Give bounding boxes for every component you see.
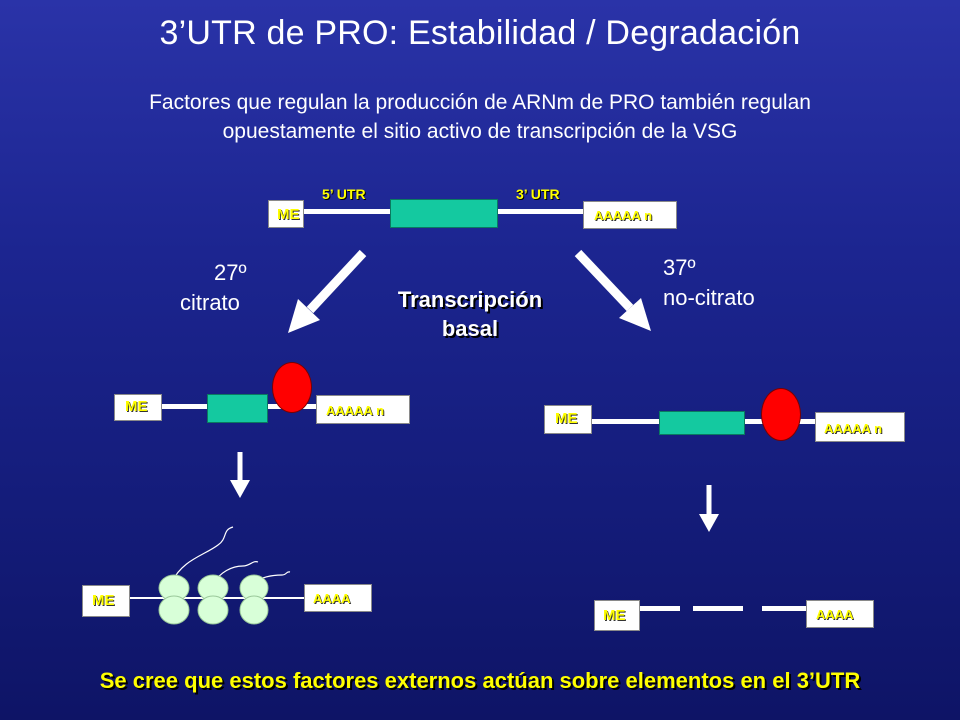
- left-me-label: ME: [125, 398, 148, 415]
- right-me-label: ME: [555, 410, 578, 427]
- left-bottom-polya-box: AAAA: [304, 584, 372, 612]
- subtitle-line-2: opuestamente el sitio activo de transcri…: [222, 120, 738, 143]
- slide-subtitle: Factores que regulan la producción de AR…: [40, 88, 920, 146]
- left-protein-oval: [272, 362, 312, 413]
- ribosome-2: [197, 574, 229, 625]
- top-me-box: ME: [268, 200, 304, 228]
- right-coding-region: [659, 411, 745, 435]
- slide-title: 3’UTR de PRO: Estabilidad / Degradación: [159, 14, 801, 52]
- nascent-peptides: [171, 526, 291, 585]
- right-temp: 37º: [663, 255, 696, 280]
- right-protein-oval: [761, 388, 801, 441]
- right-bottom-fragment-2: [693, 606, 743, 611]
- left-polya-label: AAAAA n: [326, 403, 385, 418]
- right-polya-label: AAAAA n: [824, 421, 883, 436]
- top-me-label: ME: [277, 206, 300, 223]
- right-bottom-fragment-3: [762, 606, 807, 611]
- center-label-line-2: basal: [441, 316, 499, 341]
- top-polya-box: AAAAA n: [583, 201, 677, 229]
- right-bottom-fragment-1: [640, 606, 680, 611]
- right-bottom-polya-label: AAAA: [816, 607, 854, 622]
- right-down-arrow: [699, 485, 719, 532]
- peptide-1: [171, 526, 234, 583]
- left-down-arrow: [230, 452, 250, 498]
- left-bottom-polya-label: AAAA: [313, 591, 351, 606]
- left-diagonal-arrow: [288, 249, 367, 333]
- ribosome-1: [158, 574, 190, 625]
- top-coding-region: [390, 199, 498, 228]
- right-diagonal-arrow: [574, 249, 651, 331]
- left-polya-box: AAAAA n: [316, 395, 410, 424]
- subtitle-line-1: Factores que regulan la producción de AR…: [149, 91, 811, 114]
- slide-footer: Se cree que estos factores externos actú…: [99, 668, 861, 693]
- right-bottom-me-box: ME: [594, 600, 640, 631]
- right-bottom-polya-box: AAAA: [806, 600, 874, 628]
- center-label-line-1: Transcripción: [397, 287, 543, 312]
- left-condition: citrato: [180, 290, 240, 315]
- right-polya-box: AAAAA n: [815, 412, 905, 442]
- top-polya-label: AAAAA n: [594, 208, 653, 223]
- utr5-label: 5’ UTR: [322, 186, 366, 202]
- peptide-2: [212, 561, 259, 585]
- left-bottom-me-label: ME: [92, 592, 115, 609]
- right-condition: no-citrato: [663, 285, 755, 310]
- utr3-label: 3’ UTR: [516, 186, 560, 202]
- right-bottom-me-label: ME: [603, 607, 626, 624]
- left-bottom-me-box: ME: [82, 585, 130, 617]
- left-coding-region: [207, 394, 268, 423]
- right-me-box: ME: [544, 405, 592, 434]
- left-temp: 27º: [214, 260, 247, 285]
- left-me-box: ME: [114, 394, 162, 421]
- ribosome-3: [239, 574, 269, 625]
- center-label: Transcripción basal: [380, 285, 560, 343]
